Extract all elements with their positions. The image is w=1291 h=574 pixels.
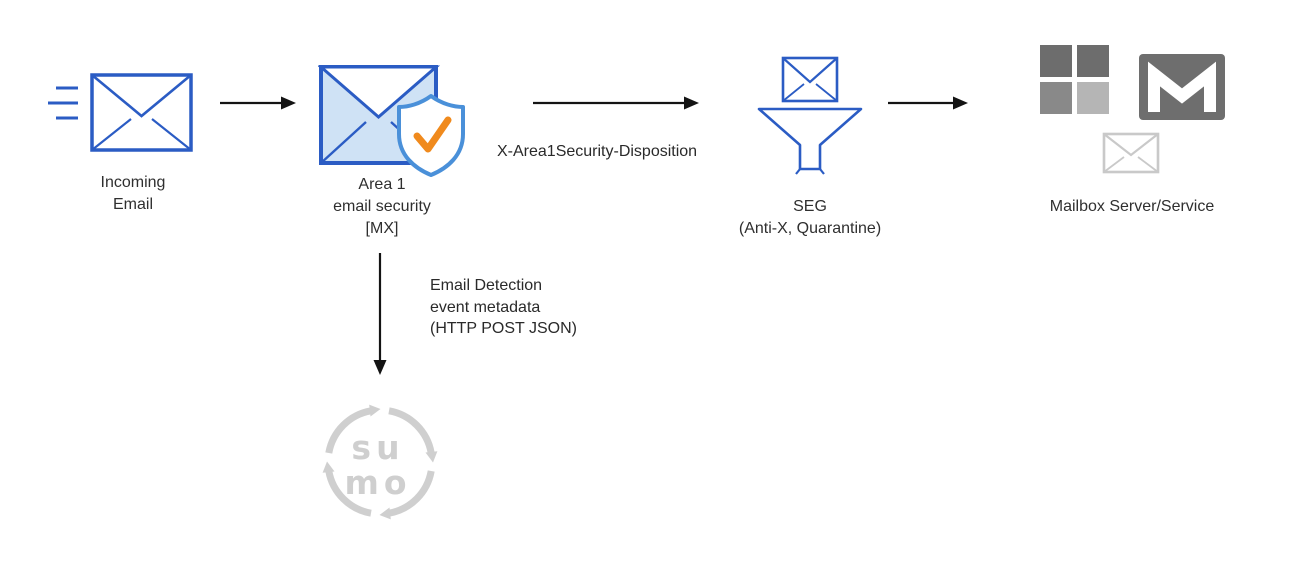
arrow-seg-to-mailbox: [888, 96, 968, 110]
microsoft-logo-icon: [1040, 45, 1109, 114]
incoming-email-label: Incoming Email: [100, 174, 166, 213]
incoming-envelope-icon: [48, 73, 193, 152]
generic-mail-icon: [1102, 132, 1160, 174]
sumo-text-top: su: [351, 428, 404, 467]
gmail-icon: [1139, 54, 1225, 120]
arrow-area1-to-seg: [533, 96, 699, 110]
area1-envelope-shield-icon: [318, 65, 465, 177]
arrow-incoming-to-area1: [220, 96, 296, 110]
sumo-logic-logo-icon: su mo: [322, 404, 438, 520]
mailbox-label: Mailbox Server/Service: [1049, 198, 1215, 215]
metadata-edge-label: Email Detection event metadata (HTTP POS…: [430, 277, 577, 337]
arrow-area1-to-sumo: [373, 253, 387, 375]
sumo-text-bottom: mo: [344, 463, 411, 502]
disposition-edge-label: X-Area1Security-Disposition: [497, 143, 698, 160]
seg-funnel-icon: [757, 56, 863, 175]
seg-label: SEG (Anti-X, Quarantine): [738, 198, 882, 237]
area1-label: Area 1 email security [MX]: [333, 176, 431, 237]
